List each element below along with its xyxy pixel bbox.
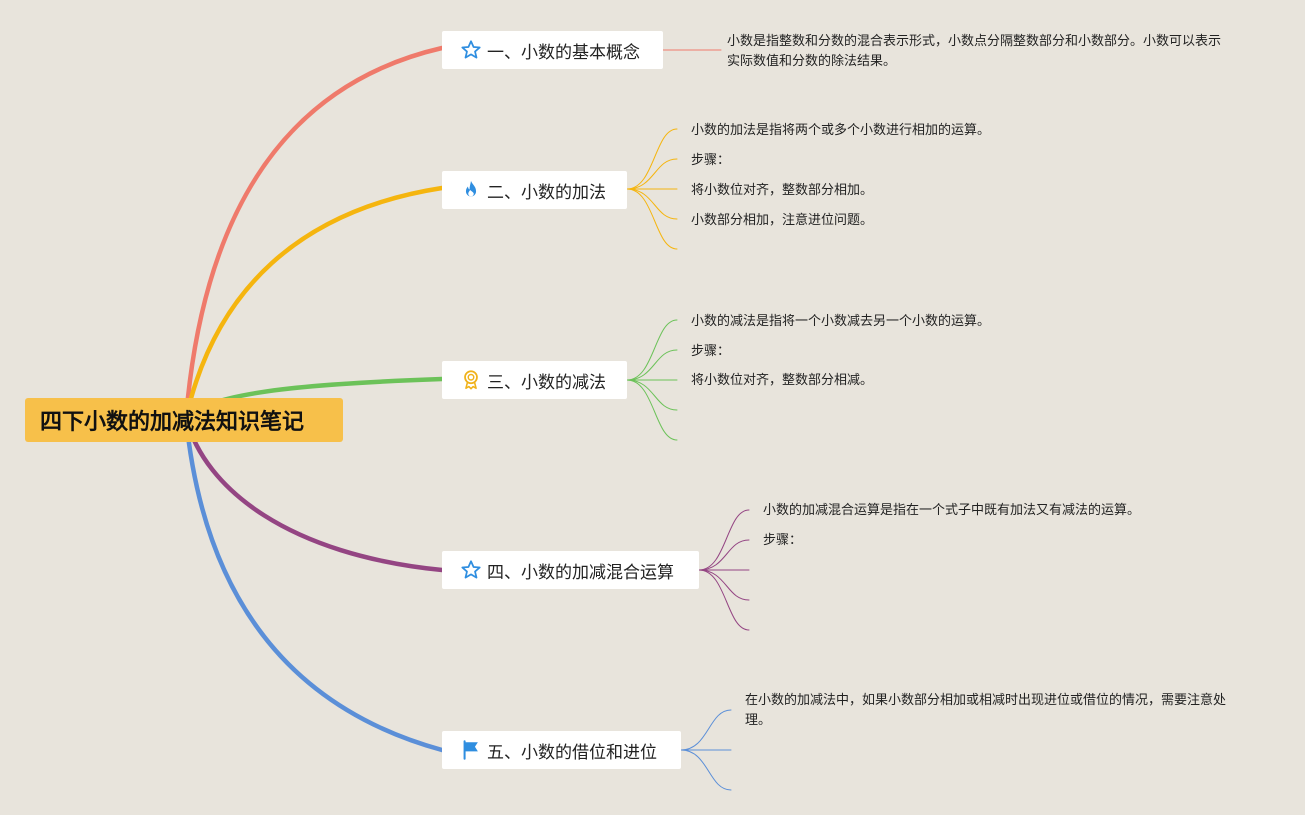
subtopic-step[interactable]: 小数部分相加，注意进位问题。 [691,213,874,228]
subtopic-definition[interactable]: 小数的减法是指将一个小数减去另一个小数的运算。 [691,314,991,329]
star-icon [460,39,482,61]
branch-topic-label: 三、小数的减法 [487,372,606,393]
subtopic-steps[interactable]: 步骤： [763,533,803,548]
award-icon [460,369,482,391]
subtopic-definition[interactable]: 在小数的加减法中，如果小数部分相加或相减时出现进位或借位的情况，需要注意处理。 [745,693,1227,728]
branch-connector [183,185,445,421]
branch-connector [183,415,445,573]
subtopic-steps[interactable]: 步骤： [691,153,731,168]
subtopic-connector [698,509,750,571]
subtopic-connector [698,569,750,601]
branch-topic-mixed-operations[interactable]: 四、小数的加减混合运算 [442,551,699,589]
branch-connector [183,45,445,421]
subtopic-definition[interactable]: 小数是指整数和分数的混合表示形式，小数点分隔整数部分和小数部分。小数可以表示实际… [727,34,1222,69]
branch-topic-label: 四、小数的加减混合运算 [487,562,674,583]
central-topic[interactable]: 四下小数的加减法知识笔记 [25,398,343,442]
subtopic-connector [626,379,678,411]
subtopic-connector [626,188,678,220]
subtopic-connector [626,188,678,250]
branch-topic-basic-concept[interactable]: 一、小数的基本概念 [442,31,663,69]
subtopic-definition[interactable]: 小数的加法是指将两个或多个小数进行相加的运算。 [691,123,991,138]
subtopic-step[interactable]: 将小数位对齐，整数部分相减。 [691,373,874,388]
subtopic-connector [680,749,732,791]
branch-topic-label: 一、小数的基本概念 [487,42,640,63]
subtopic-connector [698,569,750,631]
subtopic-connector [626,379,678,441]
subtopic-connector [626,349,678,381]
subtopic-connector [626,319,678,381]
subtopic-step[interactable]: 将小数位对齐，整数部分相加。 [691,183,874,198]
subtopic-definition[interactable]: 小数的加减混合运算是指在一个式子中既有加法又有减法的运算。 [763,503,1141,518]
fire-icon [460,179,482,201]
branch-topic-addition[interactable]: 二、小数的加法 [442,171,627,209]
branch-connector [183,415,445,753]
subtopic-connector [626,128,678,190]
subtopic-steps[interactable]: 步骤： [691,344,731,359]
subtopic-connector [680,709,732,751]
branch-topic-label: 二、小数的加法 [487,182,606,203]
branch-topic-label: 五、小数的借位和进位 [487,742,657,763]
subtopic-connector [698,539,750,571]
subtopic-connector [626,158,678,190]
central-topic-label: 四下小数的加减法知识笔记 [40,410,305,435]
flag-icon [460,739,482,761]
star-icon [460,559,482,581]
branch-topic-subtraction[interactable]: 三、小数的减法 [442,361,627,399]
branch-topic-borrow-carry[interactable]: 五、小数的借位和进位 [442,731,681,769]
